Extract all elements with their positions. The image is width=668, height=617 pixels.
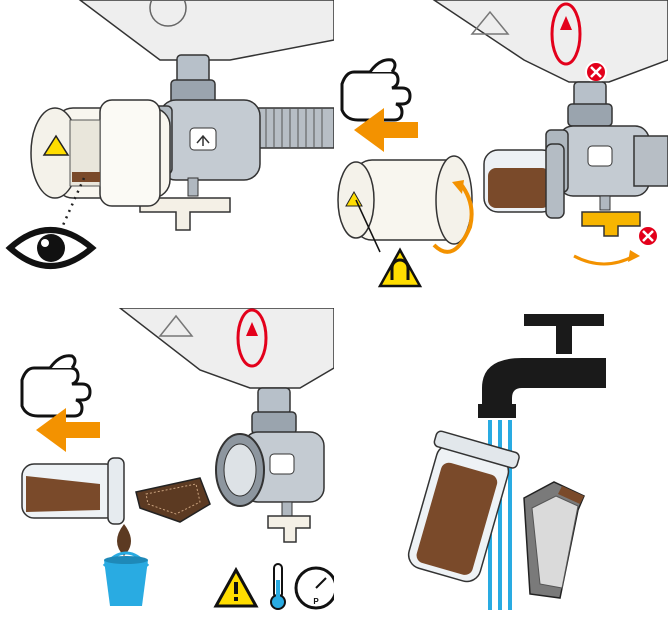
faucet-icon [478, 314, 606, 418]
panel-inspect [0, 0, 334, 308]
valve-handle [267, 501, 311, 543]
valve-handle [139, 177, 231, 231]
boiler-box [78, 0, 334, 61]
flex-hose [257, 107, 334, 149]
arrow-left-icon [354, 108, 418, 152]
magnet-warning-icon [355, 199, 423, 288]
hand-icon [20, 354, 92, 418]
rotate-arrow-icon [432, 180, 474, 254]
hand-icon [340, 58, 412, 122]
panel-rinse [334, 308, 668, 617]
thermometer-icon [270, 563, 286, 610]
filter-bowl [483, 143, 565, 219]
arrow-left-icon [36, 408, 100, 452]
filter-bowl [21, 457, 125, 525]
close-mark-icon [585, 61, 607, 83]
boiler-box [118, 308, 334, 389]
pressure-gauge-icon: P [294, 566, 334, 610]
close-mark-icon [637, 225, 659, 247]
warning-hot-icon [42, 134, 70, 156]
filter-body [30, 99, 171, 207]
pipe-fitting [567, 81, 613, 127]
gauge-label: P [313, 597, 319, 606]
filter-body [337, 155, 473, 245]
warning-icon [213, 566, 259, 608]
mesh-insert [135, 477, 211, 523]
filter-bowl [407, 430, 520, 583]
boiler-box [432, 0, 668, 83]
mesh-insert [523, 481, 585, 599]
valve-handle [573, 195, 641, 266]
drop-icon [117, 524, 131, 556]
sight-line [58, 177, 86, 233]
eye-icon [5, 227, 97, 269]
bucket-icon [102, 551, 150, 606]
ball-valve [215, 431, 325, 507]
pipe-fitting [170, 54, 216, 105]
pipe-fitting [251, 387, 297, 435]
panel-empty: P [0, 308, 334, 617]
panel-remove [334, 0, 668, 308]
